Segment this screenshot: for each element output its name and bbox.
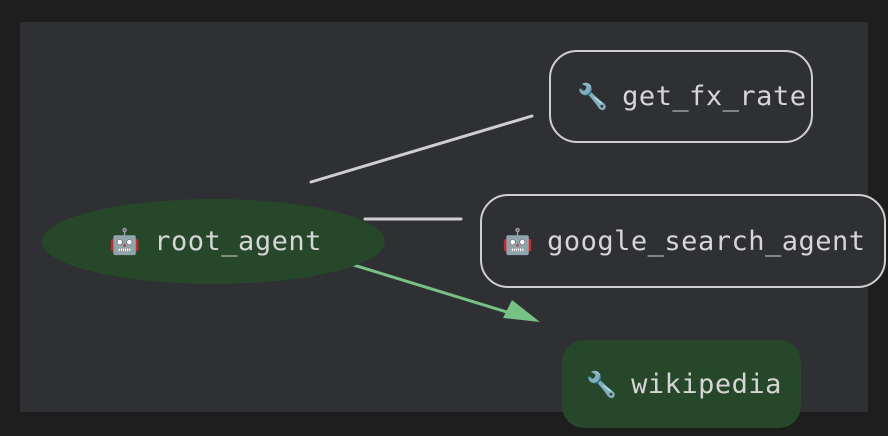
wrench-icon: 🔧	[577, 82, 609, 111]
edge-root-agent-to-get-fx-rate	[309, 114, 534, 184]
graph-node-label: wikipedia	[631, 368, 782, 400]
graph-node-label: root_agent	[154, 226, 322, 257]
graph-node-root-agent[interactable]: 🤖 root_agent	[42, 199, 385, 284]
graph-node-get-fx-rate[interactable]: 🔧 get_fx_rate	[549, 50, 813, 143]
robot-icon: 🤖	[502, 226, 534, 256]
graph-node-google-search-agent[interactable]: 🤖 google_search_agent	[480, 194, 886, 288]
graph-node-label: get_fx_rate	[622, 81, 807, 112]
graph-node-wikipedia[interactable]: 🔧 wikipedia	[562, 340, 801, 428]
graph-node-label: google_search_agent	[547, 225, 866, 257]
wrench-icon: 🔧	[586, 369, 618, 399]
graph-canvas[interactable]: 🤖 root_agent 🔧 get_fx_rate 🤖 google_sear…	[20, 22, 886, 428]
arrowhead-icon	[503, 300, 540, 322]
robot-icon: 🤖	[109, 227, 141, 256]
